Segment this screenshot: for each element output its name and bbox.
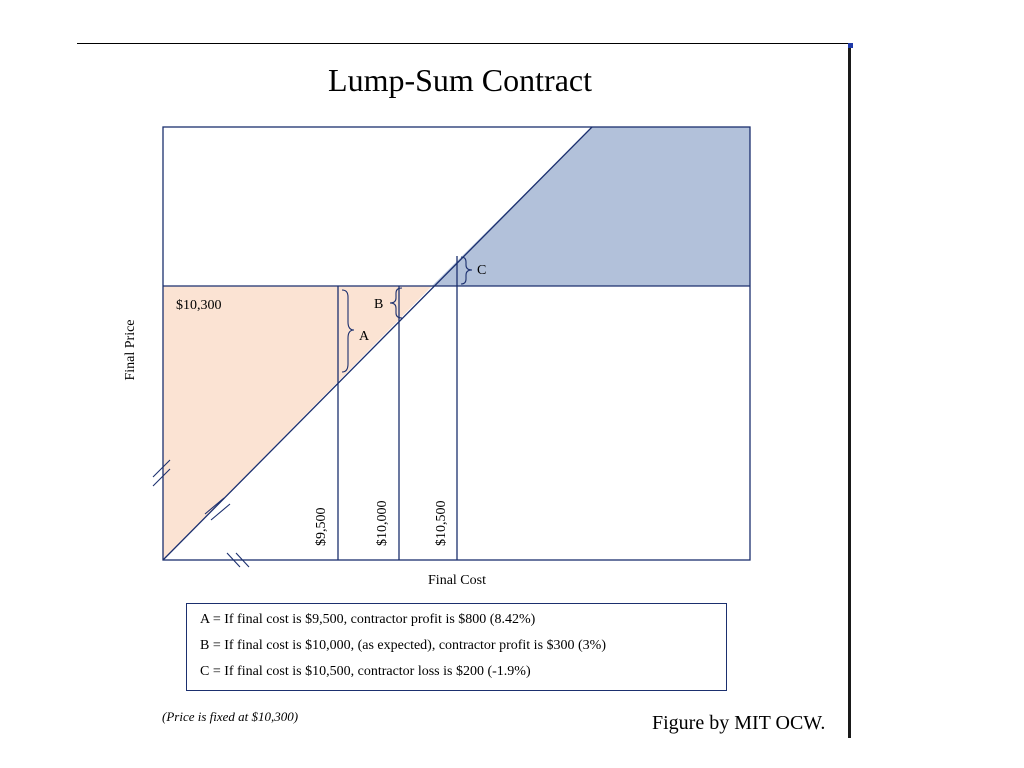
legend-box: A = If final cost is $9,500, contractor …: [186, 603, 727, 691]
loss-region: [432, 127, 750, 286]
brace-b: [389, 287, 403, 319]
brace-c: [460, 256, 473, 285]
y-axis-break-1: [152, 459, 171, 478]
footnote: (Price is fixed at $10,300): [162, 709, 299, 724]
x-axis-label: Final Cost: [428, 573, 486, 588]
brace-a: [341, 289, 355, 373]
price-label: $10,300: [176, 298, 222, 313]
diagram-title: Lump-Sum Contract: [328, 62, 592, 98]
y-axis-label: Final Price: [123, 319, 138, 381]
diagonal-break-1: [204, 497, 225, 515]
legend-item-b: B = If final cost is $10,000, (as expect…: [200, 638, 607, 653]
cost-label-10000: $10,000: [375, 501, 390, 547]
axis-break-marks: [152, 459, 250, 568]
cost-label-10500: $10,500: [434, 501, 449, 547]
legend-item-c: C = If final cost is $10,500, contractor…: [200, 664, 531, 679]
cost-label-9500: $9,500: [314, 508, 329, 547]
slide-top-rule: [77, 43, 850, 44]
legend-item-a: A = If final cost is $9,500, contractor …: [200, 612, 536, 627]
slide-corner-mark: [848, 43, 853, 48]
figure-credit: Figure by MIT OCW.: [652, 712, 826, 734]
slide-right-rule: [848, 43, 851, 738]
x-axis-break-2: [235, 552, 250, 568]
y-axis-break-2: [152, 468, 171, 487]
x-axis-break-1: [226, 552, 241, 568]
cost-equals-price-line: [162, 126, 593, 561]
marker-b-label: B: [374, 297, 383, 312]
marker-c-label: C: [477, 263, 486, 278]
marker-a-label: A: [359, 329, 370, 344]
diagonal-break-2: [210, 503, 231, 521]
